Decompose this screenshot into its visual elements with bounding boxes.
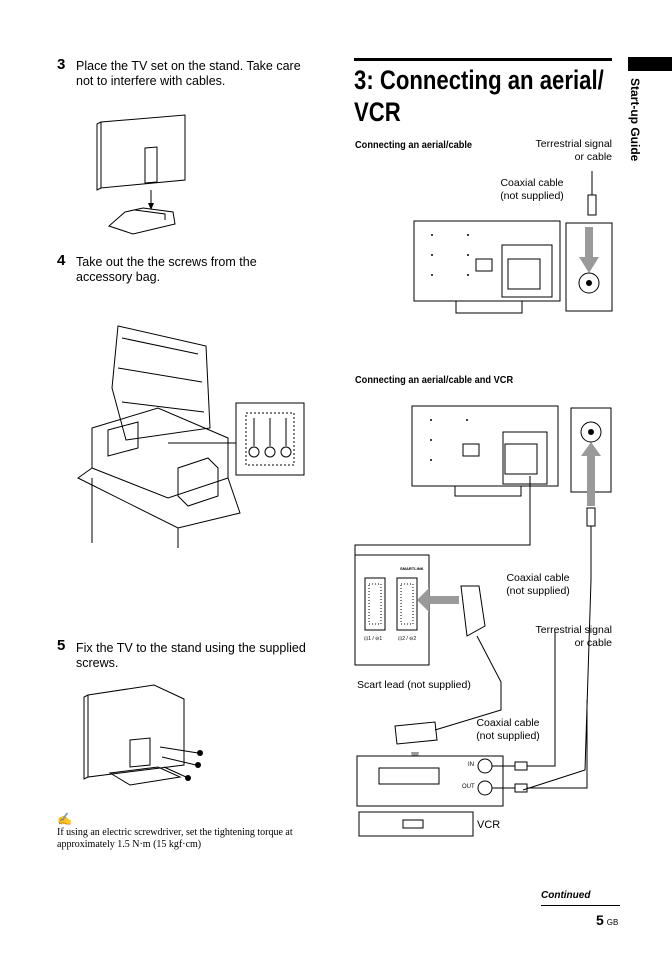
step-5-number: 5 (57, 637, 66, 654)
section-title-line2: VCR (354, 97, 401, 127)
diagram2-subheading: Connecting an aerial/cable and VCR (355, 374, 514, 386)
diagram2-coax-b-line1: Coaxial cable (476, 717, 540, 729)
vcr-label: VCR (477, 819, 501, 831)
diagram2-coax-a-line1: Coaxial cable (506, 572, 570, 584)
step-5-line1: Fix the TV to the stand using the suppli… (76, 641, 306, 655)
diagram1-coax-line1: Coaxial cable (500, 177, 564, 189)
accessory-box-illustration (77, 325, 305, 548)
diagram2-coax-a-line2: (not supplied) (506, 585, 570, 597)
pencil-note-icon: ✍ (57, 812, 72, 826)
section-title-line1: 3: Connecting an aerial/ (354, 65, 604, 95)
step-4-number: 4 (57, 252, 66, 269)
diagram1-signal-line1: Terrestrial signal (535, 138, 612, 150)
diagram1-subheading: Connecting an aerial/cable (355, 139, 473, 151)
heading-rule (354, 58, 612, 61)
section-title: 3: Connecting an aerial/ VCR (354, 64, 604, 128)
scart-port-1-label: ⊡1 / ⊖1 (364, 636, 383, 642)
step-4-text: Take out the the screws from the accesso… (76, 255, 257, 285)
vcr-out-label: OUT (462, 784, 475, 790)
diagram2-signal-line2: or cable (574, 637, 612, 649)
step-3-line2: not to interfere with cables. (76, 74, 226, 88)
step-5-text: Fix the TV to the stand using the suppli… (76, 641, 306, 671)
step-4-line2: accessory bag. (76, 270, 161, 284)
fix-screws-illustration (83, 684, 203, 786)
vcr-connection-diagram (354, 405, 612, 837)
diagram1-signal-line2: or cable (574, 151, 612, 163)
diagram1-signal-label: Terrestrial signal or cable (500, 138, 612, 164)
aerial-connection-diagram (413, 171, 613, 314)
step-3-text: Place the TV set on the stand. Take care… (76, 59, 301, 89)
side-tab-label: Start-up Guide (628, 78, 642, 162)
scart-port-2-label: ⊡2 / ⊖2 (398, 636, 417, 642)
diagram1-coax-line2: (not supplied) (500, 190, 564, 202)
page-number-value: 5 (596, 912, 604, 928)
smartlink-label: SMARTLINK (400, 566, 424, 571)
screws-icon (245, 412, 295, 466)
footer-rule (541, 905, 620, 906)
diagram2-signal-line1: Terrestrial signal (535, 624, 612, 636)
continued-label: Continued (541, 890, 591, 901)
note-line1: If using an electric screwdriver, set th… (57, 827, 293, 838)
diagram1-coax-label: Coaxial cable (not supplied) (490, 177, 574, 203)
diagram2-coax-b-line2: (not supplied) (476, 730, 540, 742)
diagram2-signal-label: Terrestrial signal or cable (490, 624, 612, 650)
scart-lead-label: Scart lead (not supplied) (357, 679, 471, 691)
side-tab-bar (628, 57, 672, 71)
step-3-number: 3 (57, 56, 66, 73)
step-5-line2: screws. (76, 656, 119, 670)
note-line2: approximately 1.5 N·m (15 kgf·cm) (57, 839, 202, 850)
tv-stand-illustration (96, 114, 186, 235)
note-text: If using an electric screwdriver, set th… (57, 827, 293, 851)
page-suffix: GB (606, 918, 619, 927)
vcr-in-label: IN (468, 762, 474, 768)
diagram2-coax-b-label: Coaxial cable (not supplied) (466, 717, 550, 743)
step-3-line1: Place the TV set on the stand. Take care (76, 59, 301, 73)
diagram2-coax-a-label: Coaxial cable (not supplied) (496, 572, 580, 598)
step-4-line1: Take out the the screws from the (76, 255, 257, 269)
